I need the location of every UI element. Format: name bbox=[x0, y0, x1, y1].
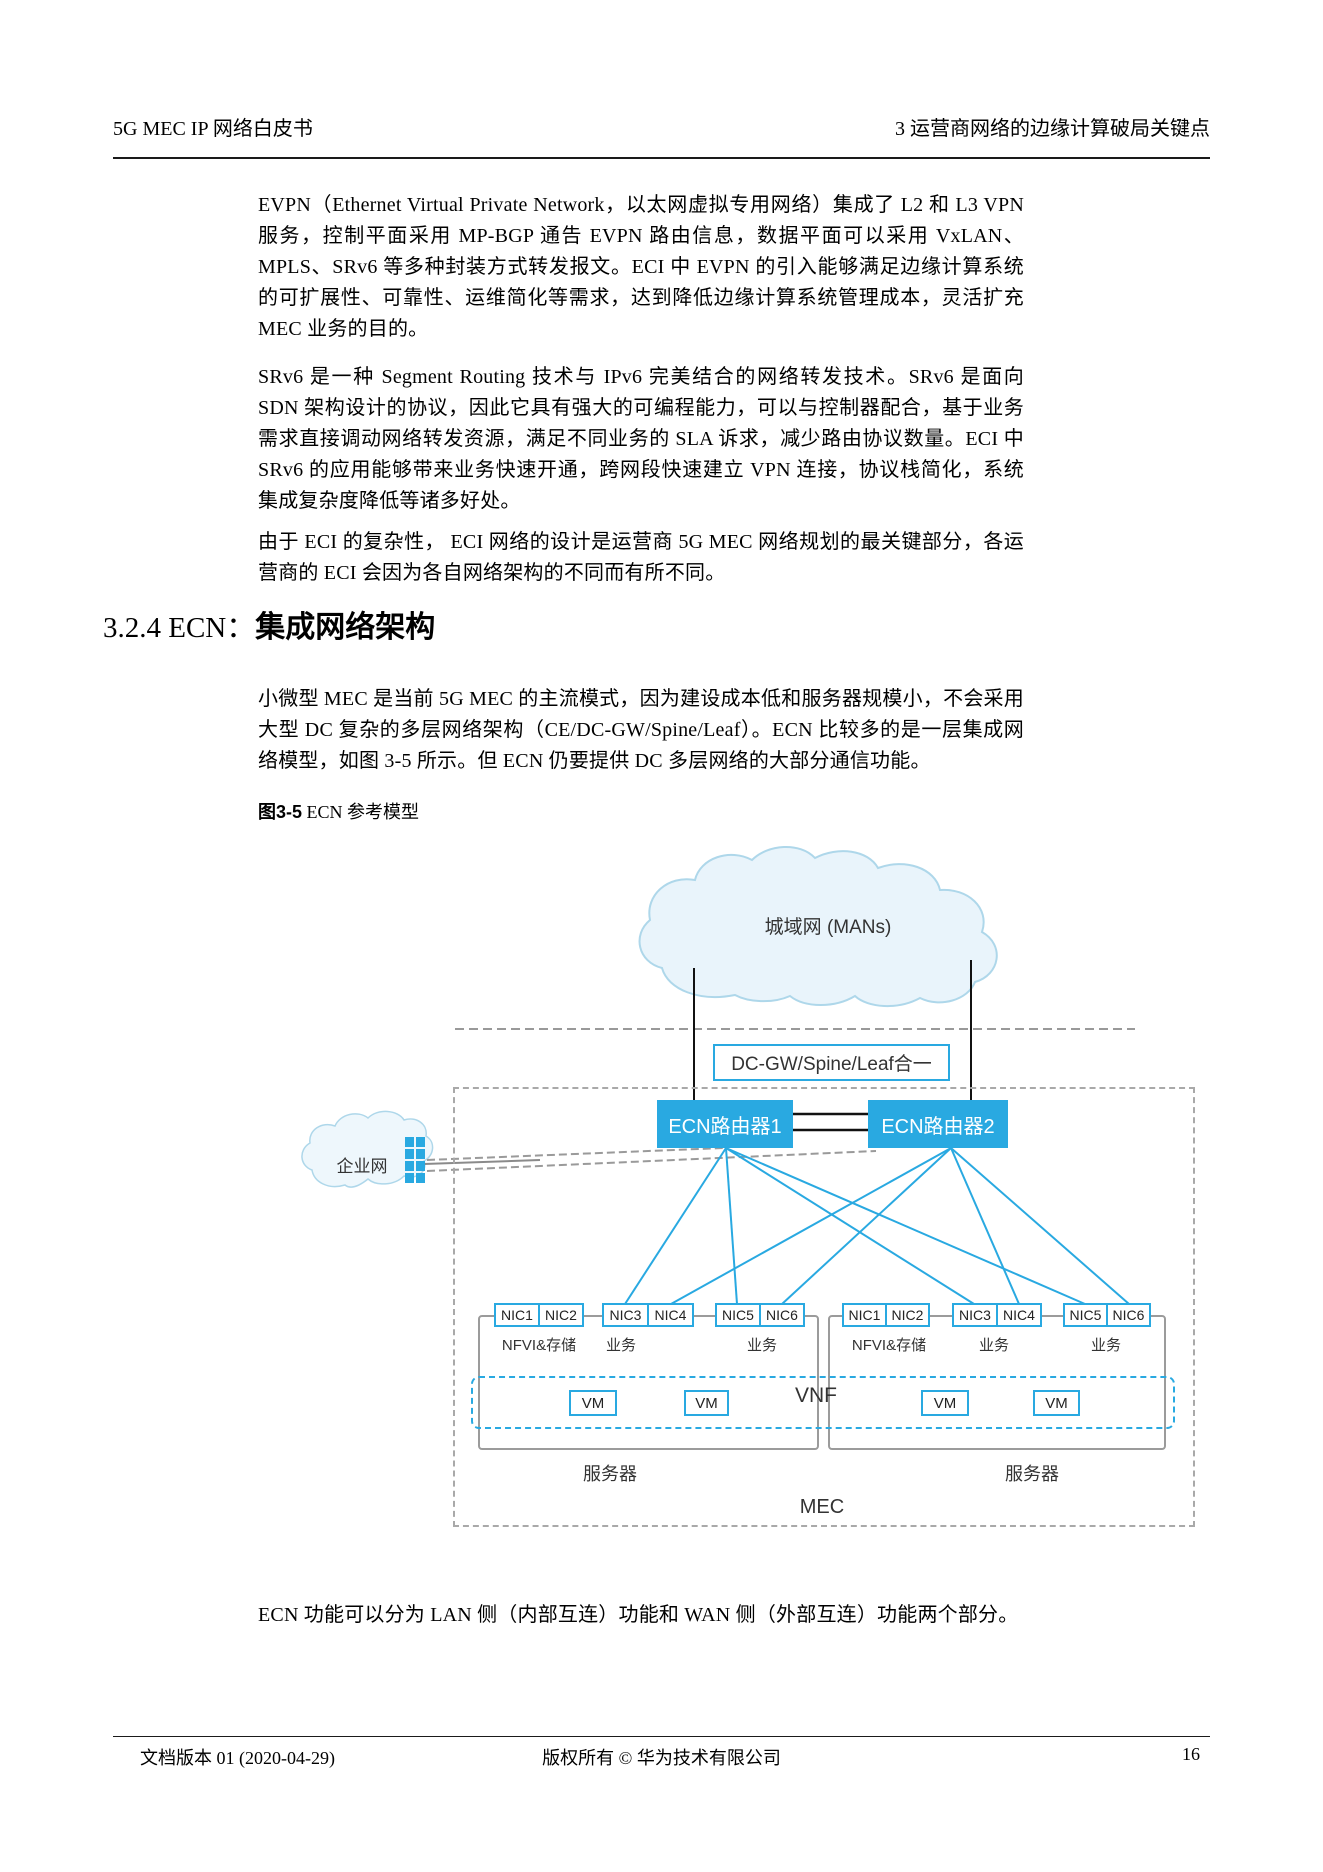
vm-box-4: VM bbox=[1033, 1390, 1080, 1416]
link-r2-s2nic4 bbox=[950, 1147, 1020, 1305]
vnf-boundary bbox=[471, 1376, 1175, 1429]
paragraph-ecn-intro: 小微型 MEC 是当前 5G MEC 的主流模式，因为建设成本低和服务器规模小，… bbox=[258, 688, 1024, 772]
header-rule bbox=[113, 157, 1210, 159]
vm-box-2: VM bbox=[684, 1390, 729, 1416]
server1-group-service2: 业务 bbox=[746, 1337, 778, 1354]
link-r1-s2nic3 bbox=[725, 1147, 975, 1305]
nic-cell: NIC5 bbox=[717, 1305, 761, 1325]
man-cloud-label: 城域网 (MANs) bbox=[764, 917, 892, 938]
link-r2-s1nic4 bbox=[670, 1147, 952, 1305]
nic-cell: NIC2 bbox=[891, 1307, 924, 1323]
dcgw-spine-leaf-box: DC-GW/Spine/Leaf合一 bbox=[713, 1044, 950, 1081]
nic-cell: NIC4 bbox=[654, 1307, 687, 1323]
link-r2-s2nic6 bbox=[950, 1147, 1130, 1305]
figure-lines-layer bbox=[301, 845, 1135, 1305]
paragraph-eci: 由于 ECI 的复杂性， ECI 网络的设计是运营商 5G MEC 网络规划的最… bbox=[258, 531, 1024, 584]
server2-label: 服务器 bbox=[1005, 1464, 1059, 1484]
paragraph-evpn: EVPN（Ethernet Virtual Private Network，以太… bbox=[258, 194, 1024, 340]
vm-box-3: VM bbox=[921, 1390, 969, 1416]
ecn-router1-node: ECN路由器1 bbox=[657, 1100, 793, 1148]
mec-boundary bbox=[453, 1087, 1195, 1527]
server1-label: 服务器 bbox=[583, 1464, 637, 1484]
man-cloud-shape bbox=[638, 845, 998, 1008]
server2-group-nfvi: NFVI&存储 bbox=[851, 1337, 927, 1354]
link-r1-s1nic5 bbox=[725, 1147, 738, 1305]
server2-group-service2: 业务 bbox=[1090, 1337, 1122, 1354]
figure-caption-text: ECN 参考模型 bbox=[302, 802, 420, 822]
nic-cell: NIC3 bbox=[954, 1305, 998, 1325]
paragraph-srv6: SRv6 是一种 Segment Routing 技术与 IPv6 完美结合的网… bbox=[258, 366, 1024, 512]
enterprise-access-line-1 bbox=[426, 1147, 724, 1161]
server2-nic-pair-1: NIC1 NIC2 bbox=[842, 1303, 930, 1327]
vnf-label: VNF bbox=[795, 1384, 837, 1407]
nic-cell: NIC3 bbox=[604, 1305, 649, 1325]
link-r1-s1nic3 bbox=[624, 1147, 727, 1305]
ecn-router2-node: ECN路由器2 bbox=[868, 1100, 1008, 1148]
link-r1-s2nic5 bbox=[725, 1147, 1086, 1305]
server1-nic-pair-1: NIC1 NIC2 bbox=[494, 1303, 584, 1327]
enterprise-access-line-solid bbox=[423, 1159, 541, 1165]
nic-cell: NIC6 bbox=[766, 1307, 798, 1323]
server1-nic-pair-3: NIC5 NIC6 bbox=[715, 1303, 805, 1327]
nic-cell: NIC1 bbox=[496, 1305, 540, 1325]
enterprise-cloud-shape bbox=[301, 1110, 434, 1188]
nic-cell: NIC1 bbox=[844, 1305, 887, 1325]
footer-version: 文档版本 01 (2020-04-29) bbox=[140, 1748, 335, 1768]
link-r2-s1nic6 bbox=[781, 1147, 952, 1305]
enterprise-cloud-label: 企业网 bbox=[336, 1157, 388, 1176]
footer-rule bbox=[113, 1736, 1210, 1737]
section-title: 集成网络架构 bbox=[255, 611, 436, 644]
server1-group-service1: 业务 bbox=[605, 1337, 637, 1354]
server1-group-nfvi: NFVI&存储 bbox=[501, 1337, 577, 1354]
server2-group-service1: 业务 bbox=[978, 1337, 1010, 1354]
figure-ecn-reference-model: 城域网 (MANs) 企业网 DC-GW/Spine/Leaf合一 ECN路由器… bbox=[0, 840, 1323, 1550]
enterprise-access-line-2 bbox=[426, 1150, 877, 1172]
figure-caption: 图3-5 ECN 参考模型 bbox=[258, 798, 419, 824]
nic-cell: NIC6 bbox=[1112, 1307, 1145, 1323]
paragraph-ecn-functions: ECN 功能可以分为 LAN 侧（内部互连）功能和 WAN 侧（外部互连）功能两… bbox=[258, 1604, 1019, 1626]
nic-cell: NIC5 bbox=[1065, 1305, 1108, 1325]
figure-caption-number: 图3-5 bbox=[258, 802, 303, 822]
nic-cell: NIC2 bbox=[545, 1307, 577, 1323]
footer-copyright: 版权所有 © 华为技术有限公司 bbox=[542, 1748, 781, 1768]
server2-nic-pair-3: NIC5 NIC6 bbox=[1063, 1303, 1151, 1327]
mec-label: MEC bbox=[799, 1496, 845, 1518]
section-heading: 3.2.4 ECN：集成网络架构 bbox=[103, 602, 435, 646]
header-right: 3 运营商网络的边缘计算破局关键点 bbox=[895, 118, 1210, 140]
server1-nic-pair-2: NIC3 NIC4 bbox=[602, 1303, 694, 1327]
footer-page-number: 16 bbox=[1182, 1744, 1200, 1764]
header-left: 5G MEC IP 网络白皮书 bbox=[113, 118, 313, 140]
enterprise-switch-icon bbox=[405, 1137, 426, 1185]
page-header: 5G MEC IP 网络白皮书 3 运营商网络的边缘计算破局关键点 bbox=[113, 112, 1210, 141]
nic-cell: NIC4 bbox=[1003, 1307, 1035, 1323]
vm-box-1: VM bbox=[569, 1390, 617, 1416]
section-number: 3.2.4 ECN： bbox=[103, 612, 256, 644]
server2-nic-pair-2: NIC3 NIC4 bbox=[952, 1303, 1042, 1327]
